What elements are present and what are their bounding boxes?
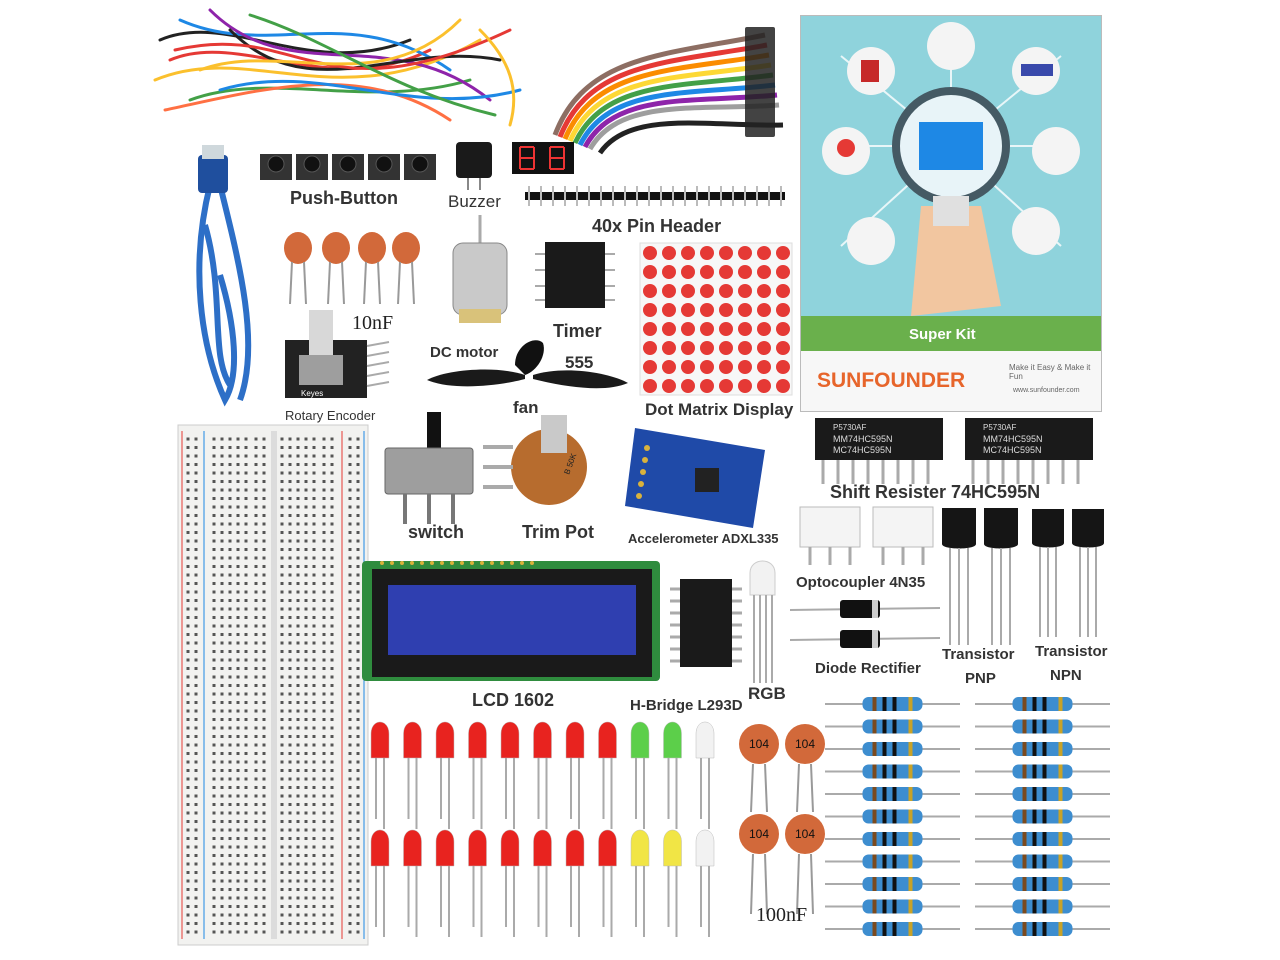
h-bridge-chip <box>670 579 742 667</box>
rotary-encoder-module: Keyes <box>285 310 390 398</box>
label-100nf: 100nF <box>756 904 808 926</box>
pin-header <box>525 186 785 206</box>
label-dot-matrix: Dot Matrix Display <box>645 400 794 419</box>
chip-2-text-1: MM74HC595N <box>983 434 1043 444</box>
fan-propeller <box>427 340 628 389</box>
breadboard <box>177 424 369 946</box>
label-pnp: PNP <box>965 670 996 687</box>
encoder-brand-text: Keyes <box>301 389 323 398</box>
transistors-npn <box>1032 509 1104 637</box>
usb-cable <box>196 145 252 407</box>
buzzer <box>456 142 492 190</box>
label-npn: NPN <box>1050 667 1082 684</box>
chip-1-text-2: MC74HC595N <box>833 445 892 455</box>
label-trim-pot: Trim Pot <box>522 522 595 542</box>
rectifier-diodes <box>789 600 941 648</box>
label-555: 555 <box>565 353 594 372</box>
rgb-led <box>749 560 776 683</box>
ceramic-capacitors-10nf <box>284 232 420 305</box>
label-rotary-encoder: Rotary Encoder <box>285 408 376 423</box>
label-switch: switch <box>408 522 465 542</box>
optocouplers <box>799 506 934 565</box>
label-h-bridge: H-Bridge L293D <box>630 697 743 714</box>
transistors-pnp <box>942 508 1018 645</box>
label-diode-rectifier: Diode Rectifier <box>815 660 921 677</box>
chip-1-text-1: MM74HC595N <box>833 434 893 444</box>
label-transistor-npn: Transistor <box>1035 643 1108 660</box>
label-accelerometer: Accelerometer ADXL335 <box>628 531 779 546</box>
label-timer: Timer <box>553 321 602 341</box>
push-buttons <box>260 154 436 180</box>
resistors <box>825 697 1110 936</box>
shift-register-chip-1: P5730AF MM74HC595N MC74HC595N <box>815 418 943 484</box>
label-pin-header: 40x Pin Header <box>592 216 722 236</box>
slide-switch <box>384 412 474 524</box>
label-10nf: 10nF <box>352 312 394 334</box>
label-buzzer: Buzzer <box>448 192 501 211</box>
booklet-tagline: Make it Easy & Make it Fun <box>1009 363 1091 381</box>
label-dc-motor: DC motor <box>430 344 499 361</box>
booklet-footer <box>801 351 1101 411</box>
ceramic-capacitors-100nf: 104 104 104 104 <box>739 724 825 915</box>
cap-label-4: 104 <box>795 827 815 841</box>
sunfounder-logo: SUNFOUNDER <box>817 369 966 392</box>
label-push-button: Push-Button <box>290 188 398 208</box>
seven-segment-display <box>512 142 574 174</box>
booklet-title: Super Kit <box>909 326 976 343</box>
ribbon-jumper-cable <box>552 27 784 155</box>
label-lcd-1602: LCD 1602 <box>472 690 555 710</box>
chip-1-top-text: P5730AF <box>833 423 866 432</box>
label-shift-register: Shift Resister 74HC595N <box>830 482 1041 502</box>
trim-potentiometer: B 50K <box>483 415 587 505</box>
led-array <box>370 721 715 937</box>
chip-2-text-2: MC74HC595N <box>983 445 1042 455</box>
dot-matrix-display <box>639 242 793 396</box>
timer-555-chip <box>535 242 615 308</box>
accelerometer-module <box>625 428 765 528</box>
cap-label-1: 104 <box>749 737 769 751</box>
dc-motor <box>452 215 508 323</box>
chip-2-top-text: P5730AF <box>983 423 1016 432</box>
cap-label-3: 104 <box>749 827 769 841</box>
booklet-url: www.sunfounder.com <box>1013 387 1080 394</box>
lcd-1602-module <box>362 561 660 681</box>
label-optocoupler: Optocoupler 4N35 <box>796 574 926 591</box>
super-kit-booklet: Super Kit SUNFOUNDER Make it Easy & Make… <box>800 15 1102 412</box>
shift-register-chip-2: P5730AF MM74HC595N MC74HC595N <box>965 418 1093 484</box>
label-fan: fan <box>513 398 539 417</box>
label-transistor-pnp: Transistor <box>942 646 1015 663</box>
jumper-wires-bundle <box>153 8 522 127</box>
label-rgb: RGB <box>748 684 786 703</box>
cap-label-2: 104 <box>795 737 815 751</box>
